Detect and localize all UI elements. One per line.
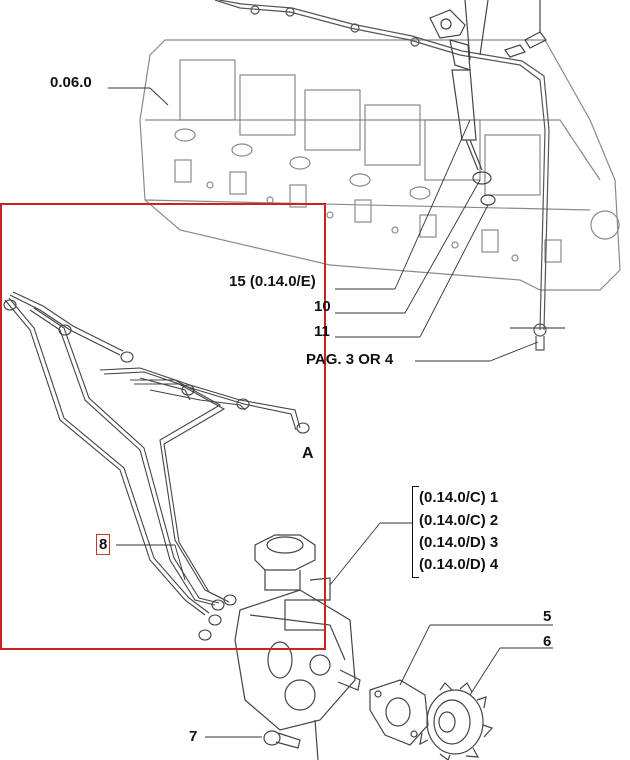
label-pipes: 8 bbox=[95, 534, 111, 555]
label-cylinder-head: 0.06.0 bbox=[50, 74, 92, 91]
highlight-box bbox=[0, 203, 326, 650]
label-part-6: 6 bbox=[543, 633, 552, 650]
label-part-5: 5 bbox=[543, 608, 552, 625]
leader-lines bbox=[108, 87, 553, 738]
leak-off-rail bbox=[214, 0, 565, 351]
pump-flange bbox=[369, 679, 429, 746]
injection-pump bbox=[234, 534, 361, 760]
label-pump-ref-2: (0.14.0/C) 2 bbox=[419, 512, 499, 529]
label-ref-a: A bbox=[302, 445, 314, 462]
injection-pipes bbox=[3, 291, 310, 641]
label-part-7: 7 bbox=[189, 728, 198, 745]
label-part-10: 10 bbox=[314, 298, 331, 315]
pump-ref-bracket bbox=[412, 486, 419, 578]
label-injector: 15 (0.14.0/E) bbox=[229, 273, 316, 290]
label-part-11: 11 bbox=[314, 323, 330, 340]
drive-gear bbox=[419, 682, 494, 760]
injector-assembly bbox=[429, 0, 547, 206]
label-page-ref: PAG. 3 OR 4 bbox=[306, 351, 394, 368]
label-pump-ref-3: (0.14.0/D) 3 bbox=[419, 534, 499, 551]
bolt bbox=[263, 730, 301, 749]
label-pump-ref-4: (0.14.0/D) 4 bbox=[419, 556, 499, 573]
label-pump-ref-1: (0.14.0/C) 1 bbox=[419, 489, 499, 506]
